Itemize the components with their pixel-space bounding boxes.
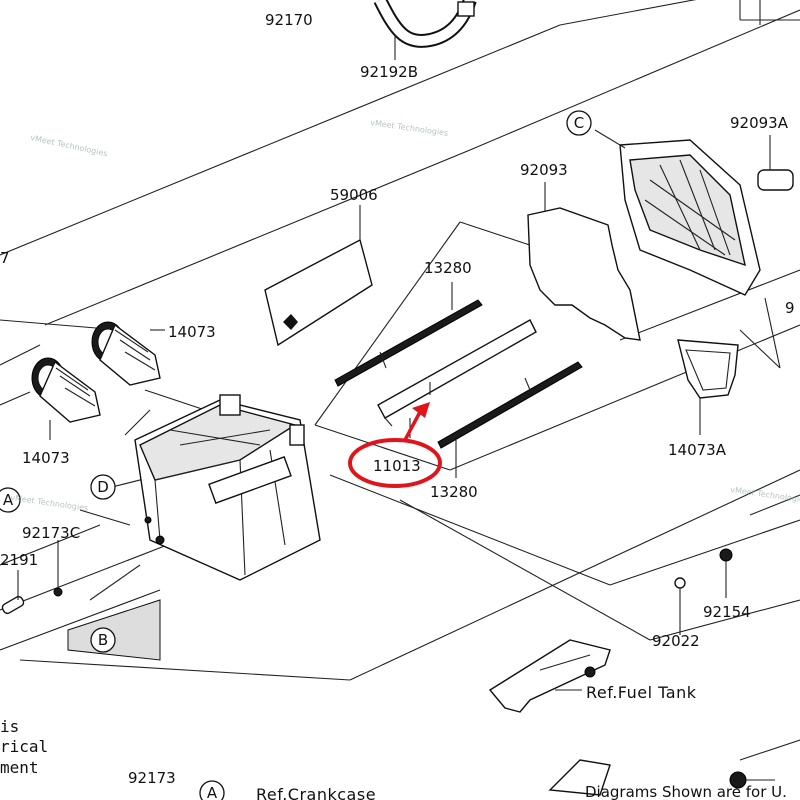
watermark-1: vMeet Technologies (30, 133, 109, 158)
duct-14073-lower (31, 357, 101, 440)
svg-text:D: D (97, 478, 109, 496)
label-11013: 11013 (373, 457, 421, 475)
label-92022: 92022 (652, 632, 700, 650)
fittings (1, 516, 733, 635)
label-92154: 92154 (703, 603, 751, 621)
footer-disclaimer: Diagrams Shown are for U. (585, 783, 787, 800)
duct-14073-upper (91, 321, 165, 386)
callout-a-top: A (0, 487, 21, 513)
label-92093A: 92093A (730, 114, 789, 132)
label-92170: 92170 (265, 11, 313, 29)
gasket-92093 (527, 182, 641, 341)
duct-14073A (677, 297, 781, 435)
label-92173C: 92173C (22, 524, 80, 542)
callout-b: B (67, 599, 161, 661)
label-14073A: 14073A (668, 441, 727, 459)
highlight-arrow-head (412, 402, 430, 418)
watermark-2: vMeet Technologies (370, 118, 449, 138)
breather-hose (373, 0, 477, 60)
callout-a-bottom: A (199, 780, 225, 800)
label-14073-upper: 14073 (168, 323, 216, 341)
highlight-ellipse (348, 438, 442, 488)
svg-text:A: A (207, 784, 218, 800)
svg-text:B: B (98, 631, 108, 649)
ref-fuel-tank: Ref.Fuel Tank (586, 683, 697, 702)
callout-d: D (90, 474, 116, 500)
fuel-tank-bracket (488, 639, 611, 713)
note-line-1: is (0, 717, 19, 736)
label-13280-lower: 13280 (430, 483, 478, 501)
air-cleaner-cover (594, 129, 761, 296)
callout-c: C (566, 110, 592, 136)
air-box-housing (134, 394, 321, 581)
watermark-3: vMeet Technologies (10, 493, 89, 513)
label-9: 9 (785, 299, 795, 317)
label-92192B: 92192B (360, 63, 418, 81)
note-line-2: rical (0, 737, 48, 756)
sheet-59006 (264, 205, 373, 347)
label-92191: 2191 (0, 551, 38, 569)
label-92093: 92093 (520, 161, 568, 179)
frame-lines (0, 0, 800, 681)
label-7: 7 (0, 249, 10, 267)
bottom-fittings (548, 739, 800, 796)
seal-13280-lower (437, 361, 583, 478)
label-59006: 59006 (330, 186, 378, 204)
seal-13280-upper (334, 282, 483, 387)
ref-crankcase: Ref.Crankcase (256, 785, 376, 800)
highlight-11013 (348, 402, 442, 488)
svg-text:A: A (3, 491, 14, 509)
label-14073-lower: 14073 (22, 449, 70, 467)
note-line-3: ment (0, 758, 39, 777)
highlight-arrow-line (403, 411, 422, 441)
label-92173: 92173 (128, 769, 176, 787)
svg-text:C: C (574, 114, 584, 132)
air-filter-11013 (377, 319, 537, 438)
clip-92093A (757, 135, 794, 191)
watermark-4: vMeet Technologies (730, 485, 800, 505)
label-13280-upper: 13280 (424, 259, 472, 277)
